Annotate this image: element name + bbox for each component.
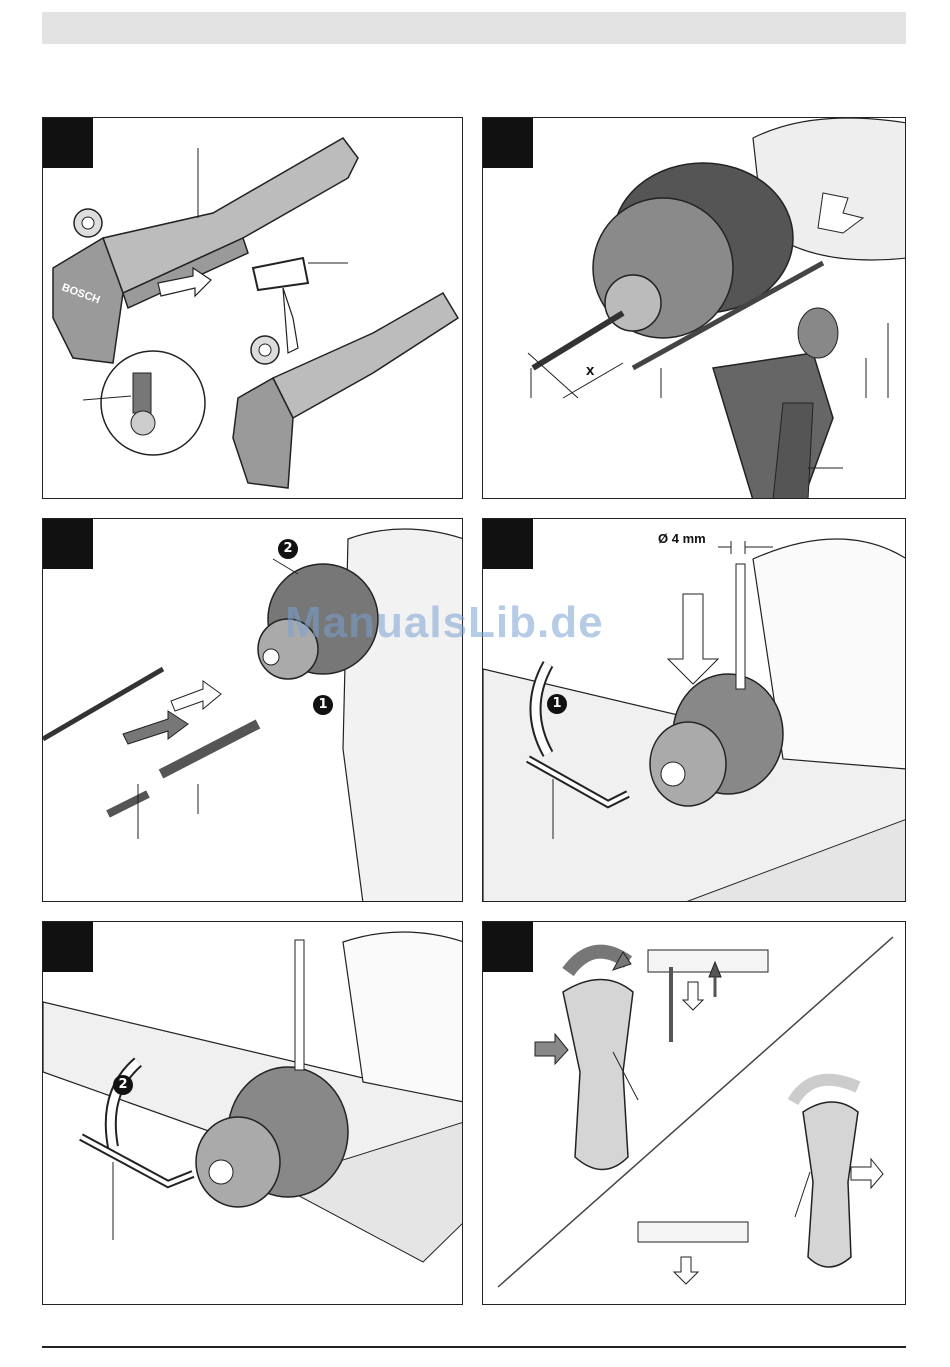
rotation-direction-illustration [483,922,906,1305]
figure-label-badge [43,922,93,972]
step-2-marker: 2 [113,1075,133,1095]
watermark-text: ManualsLib.de [285,598,604,648]
figure-panel-e: 2 [42,921,463,1305]
step-1-marker: 1 [547,694,567,714]
figure-panel-b: x [482,117,906,499]
figure-label-badge [483,118,533,168]
figure-panel-f [482,921,906,1305]
figure-panel-c: 2 1 [42,518,463,902]
diameter-4mm-label: Ø 4 mm [658,531,706,546]
figure-panel-d: Ø 4 mm 1 [482,518,906,902]
dimension-x-label: x [586,362,594,379]
depth-stop-illustration [43,118,463,499]
page-header-bar [42,12,906,44]
step-2-marker: 2 [278,539,298,559]
chuck-removal-step2-illustration [43,922,463,1305]
bit-insertion-illustration [43,519,463,902]
figure-label-badge [483,922,533,972]
page-footer-rule [42,1346,906,1348]
figure-panel-a: BOSCH [42,117,463,499]
chuck-removal-step1-illustration [483,519,906,902]
figure-label-badge [43,519,93,569]
step-1-marker: 1 [313,695,333,715]
figure-label-badge [43,118,93,168]
figure-label-badge [483,519,533,569]
drill-depth-stop-illustration [483,118,906,499]
